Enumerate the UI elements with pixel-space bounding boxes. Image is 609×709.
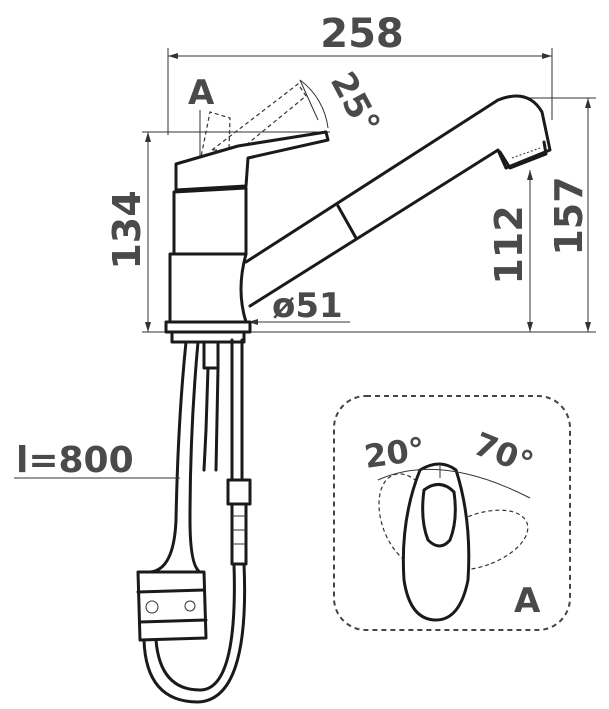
dimension-157: 157 <box>520 97 596 332</box>
dim-overall-width: 258 <box>320 11 404 57</box>
detail-view-a: 20° 70° A <box>333 395 571 631</box>
dimension-112: 112 <box>487 170 533 332</box>
dimension-25deg: 25° <box>299 65 388 141</box>
dimension-51: ø51 <box>248 286 350 326</box>
dimension-hose-length: l=800 <box>14 440 180 481</box>
dim-base-diameter: ø51 <box>272 286 343 326</box>
faucet-body <box>164 83 552 344</box>
dim-spout-height: 112 <box>487 205 531 284</box>
dim-hose-length: l=800 <box>16 440 134 481</box>
dim-total-height: 157 <box>547 176 591 255</box>
label-a-detail: A <box>514 581 541 621</box>
dimension-134: 134 <box>105 131 330 332</box>
dimension-258: 258 <box>167 11 553 135</box>
dim-lever-angle: 25° <box>322 65 388 141</box>
label-a-top: A <box>188 73 215 113</box>
detail-angle-left: 20° <box>362 430 427 476</box>
hoses <box>136 338 252 704</box>
dim-body-height: 134 <box>105 190 149 269</box>
detail-angle-right: 70° <box>468 425 538 483</box>
